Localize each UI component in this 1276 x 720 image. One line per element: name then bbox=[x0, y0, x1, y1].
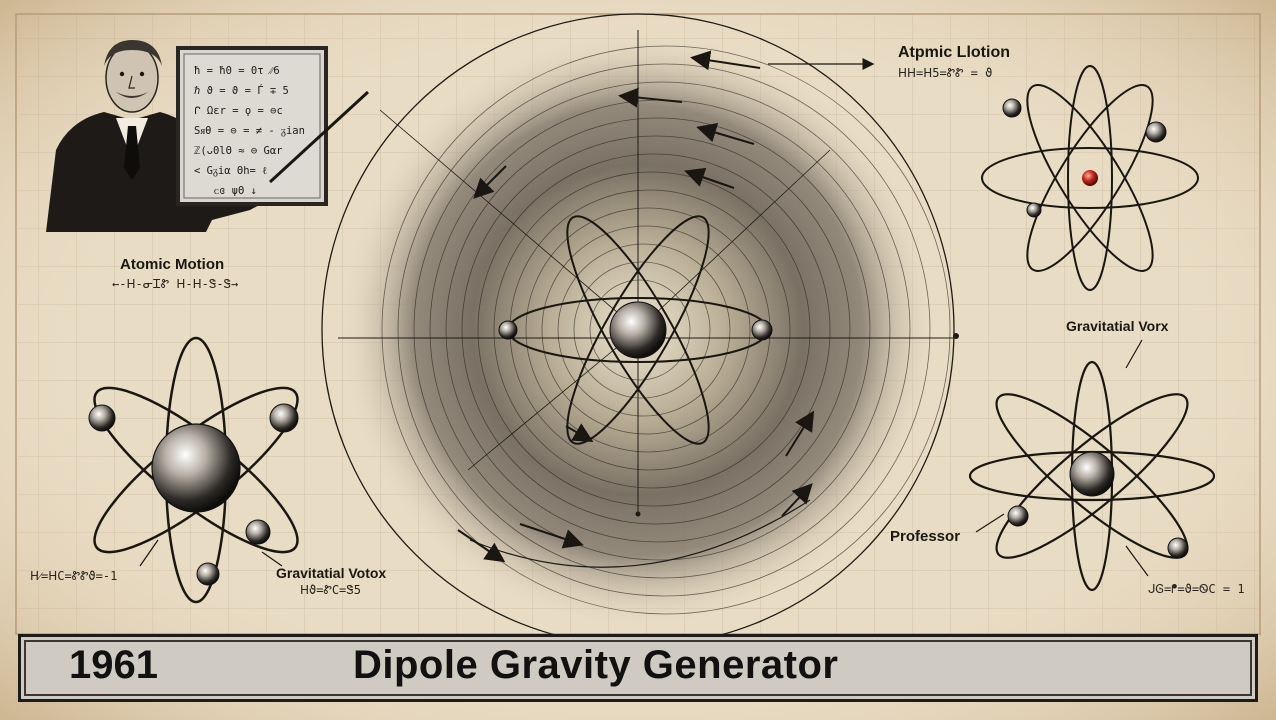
atomic-motion-left-sub: ←-ᕼ-ᓂᏆᏑ ᕼ-ᕼ-Ꮥ-Ꮥ→ bbox=[112, 277, 239, 291]
atomic-motion-left-label: Atomic Motion bbox=[120, 256, 225, 273]
left-equation: ᕼ⁄=ᕼϹ=ᏑᏑϑ=-1 bbox=[30, 569, 118, 583]
atom-top-right bbox=[981, 65, 1199, 291]
pointer-stick bbox=[268, 90, 370, 184]
board-line-4: ℤ(ᴗ0lΘ ≈ ⊖ Gαr bbox=[194, 145, 283, 157]
banner-title: Dipole Gravity Generator bbox=[353, 643, 839, 687]
gravitatial-votox-label: Gravitatial Votox bbox=[276, 565, 387, 581]
callout-lines bbox=[139, 339, 1149, 577]
professor-label: Professor bbox=[890, 528, 961, 545]
board-line-6: ᴄɞ ψΘ ↓ bbox=[214, 185, 257, 197]
board-line-1: ℏ ϑ = ϑ = Ѓ ∓ 5 bbox=[194, 84, 289, 97]
board-line-0: ħ = ħ0 = 0τ ⁄⁄6 bbox=[194, 65, 280, 77]
banner-year: 1961 bbox=[69, 643, 158, 687]
gravitatial-votox-sub: ᕼϑ=ᏑϹ=Ꮥ5 bbox=[300, 583, 361, 597]
atomic-motion-top-label: Atpmic Llotion bbox=[898, 44, 1010, 61]
atom-bottom-left bbox=[88, 336, 299, 604]
title-banner: 1961 Dipole Gravity Generator bbox=[18, 634, 1258, 702]
gravitatial-vorx-label: Gravitatial Vorx bbox=[1066, 318, 1169, 334]
chalkboard: ħ = ħ0 = 0τ ⁄⁄6 ℏ ϑ = ϑ = Ѓ ∓ 5 ᒋ Ωεr = … bbox=[176, 46, 328, 206]
atom-bottom-right bbox=[968, 360, 1216, 592]
board-line-3: Sᴙθ = ⊖ = ≠ - ᵹian bbox=[194, 125, 305, 137]
board-line-2: ᒋ Ωεr = ϙ = ⊖c bbox=[194, 105, 283, 117]
atomic-motion-top-sub: ᕼᕼ=ᕼ5=ᏑᏑ = ϑ bbox=[898, 66, 993, 80]
vortex-diagram bbox=[321, 13, 959, 647]
right-equation: ᒍᎶ=ᖰ=ϑ=ᏫϹ = 1 bbox=[1148, 582, 1245, 596]
board-line-5: < Gᵹiα Θh= ℓ bbox=[194, 165, 267, 177]
